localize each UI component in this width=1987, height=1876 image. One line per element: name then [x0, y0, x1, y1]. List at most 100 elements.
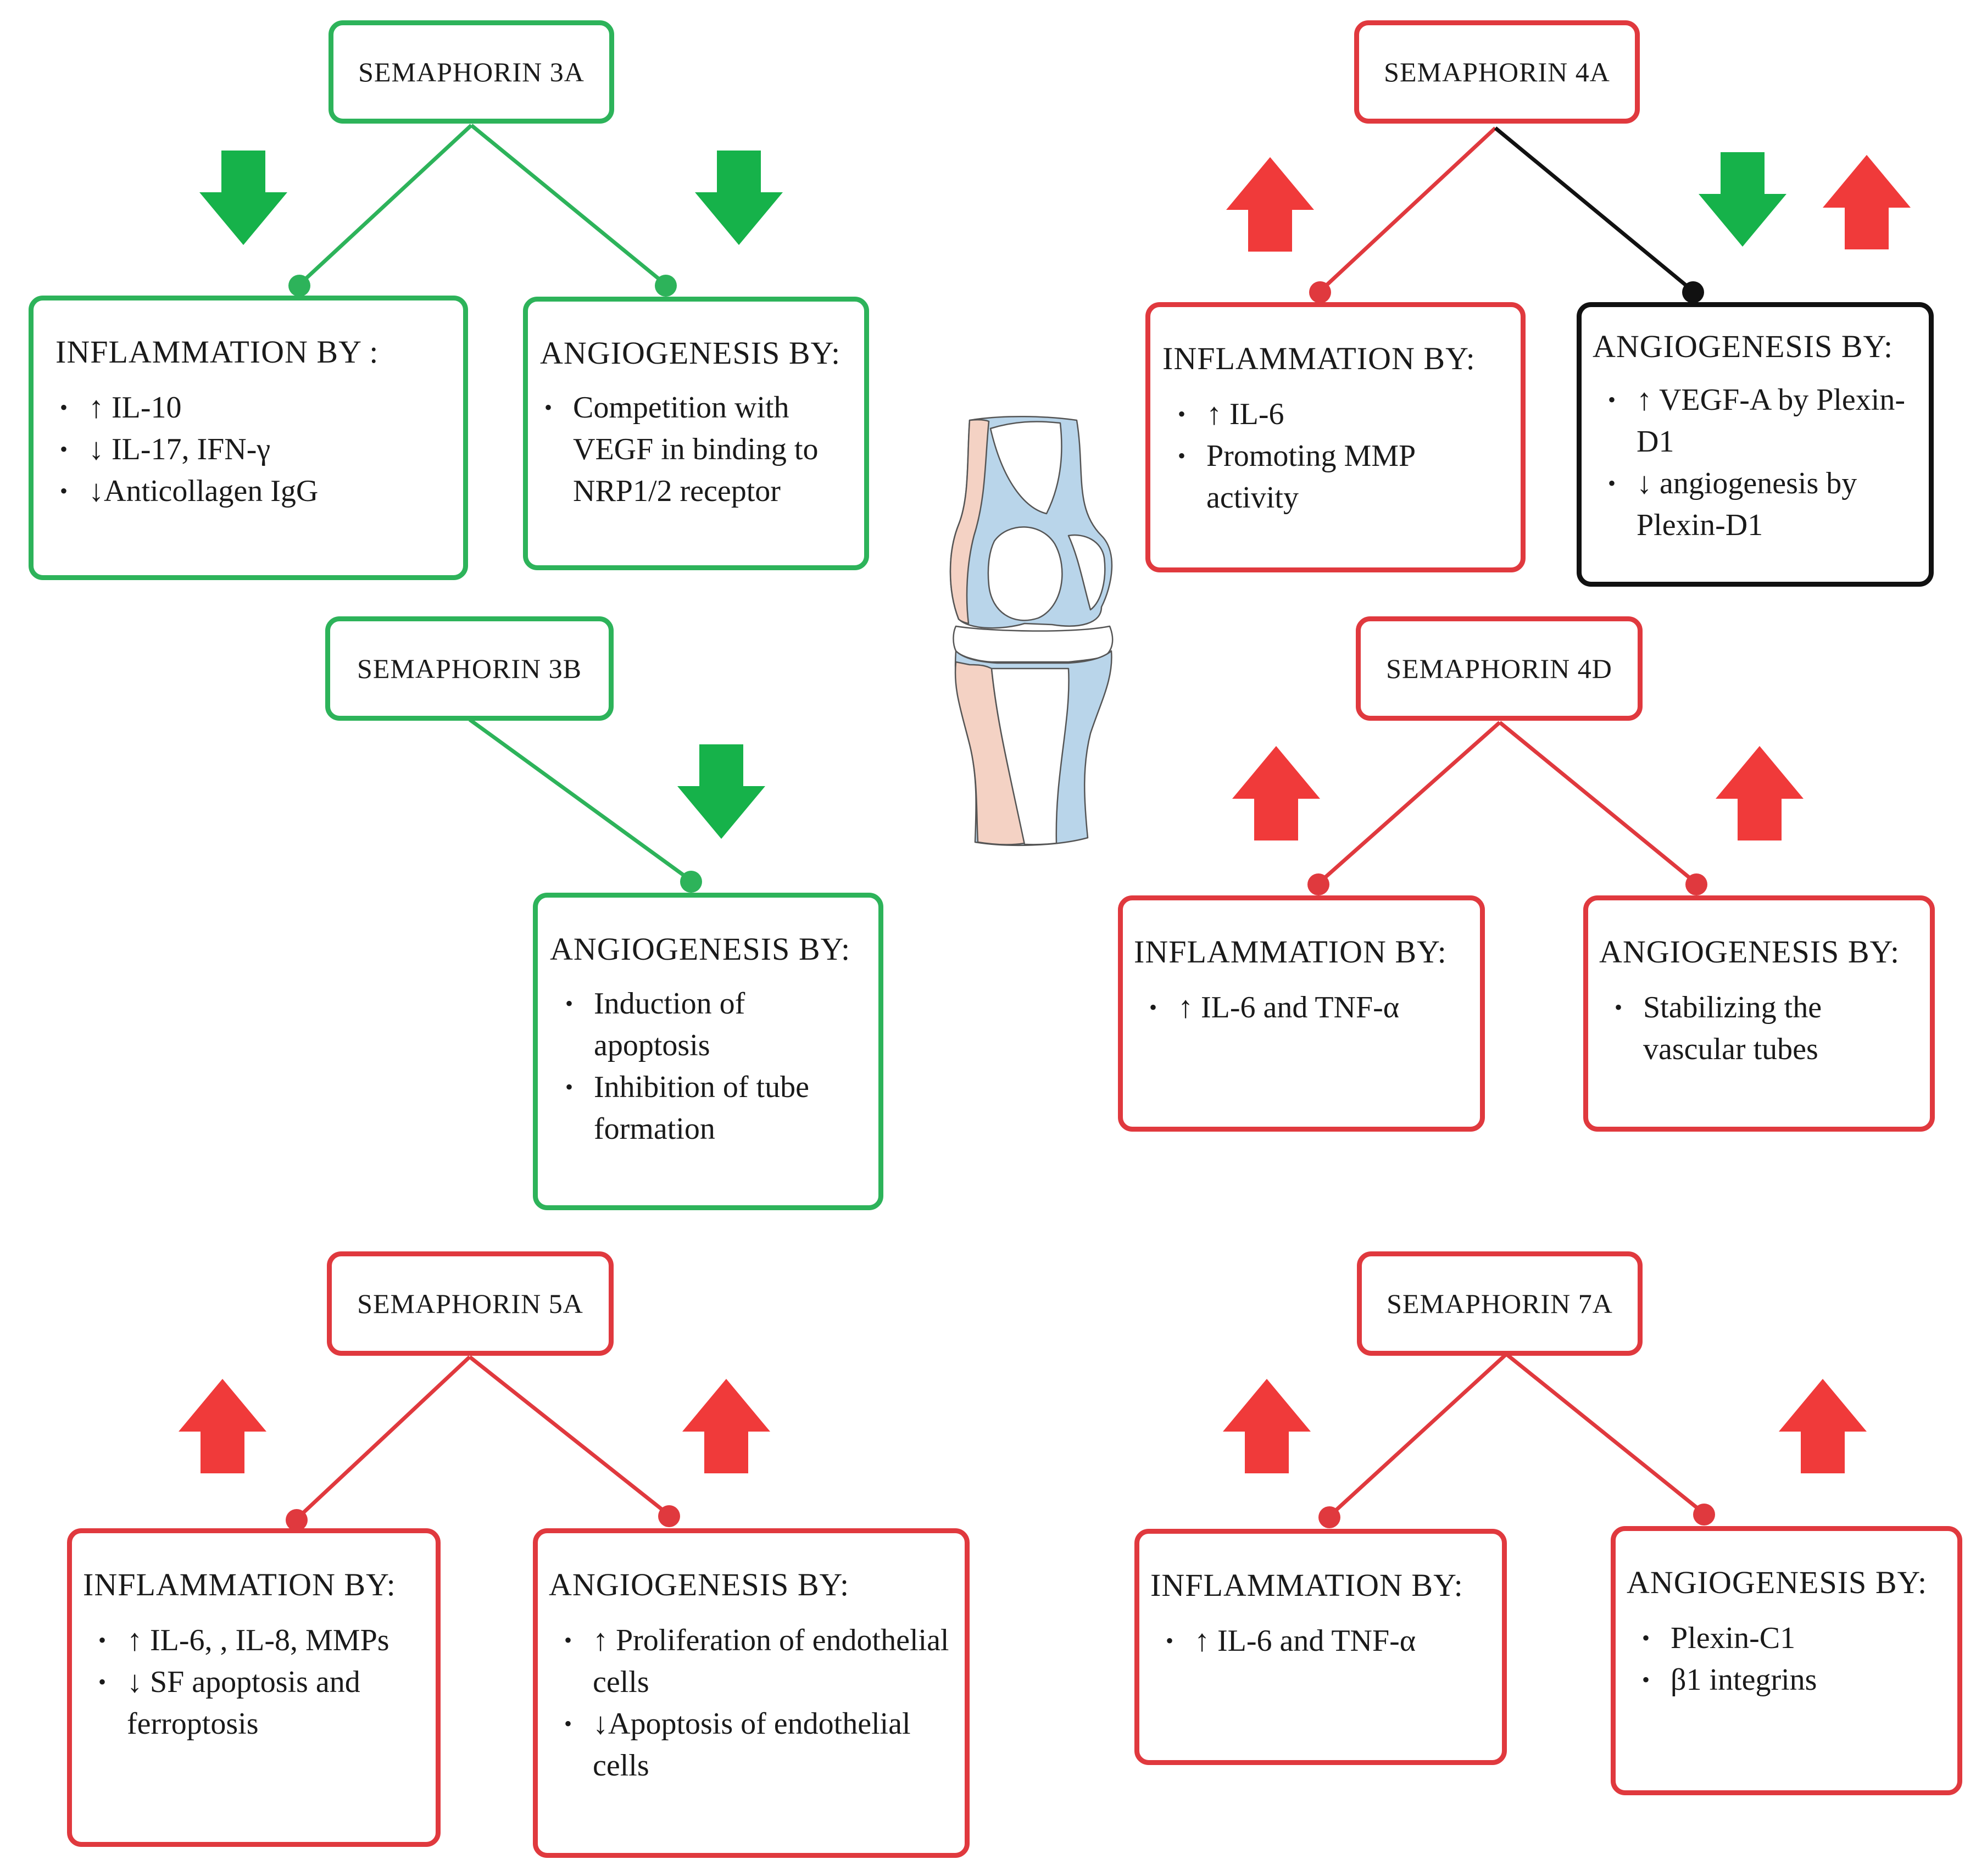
sema4a-angiogenesis-list: ↑ VEGF-A by Plexin-D1 ↓ angiogenesis by … — [1593, 379, 1918, 546]
connector-dot — [655, 275, 677, 297]
connector-dot — [680, 871, 702, 893]
sema3b-title-box: SEMAPHORIN 3B — [325, 616, 614, 721]
list-item: Stabilizing the vascular tubes — [1610, 987, 1919, 1070]
sema3a-inflammation-heading: INFLAMMATION BY : — [55, 334, 379, 370]
sema4d-title-box: SEMAPHORIN 4D — [1356, 616, 1643, 721]
sema4a-angiogenesis-box: ANGIOGENESIS BY: ↑ VEGF-A by Plexin-D1 ↓… — [1577, 302, 1934, 587]
sema4a-inflammation-box: INFLAMMATION BY: ↑ IL-6 Promoting MMP ac… — [1145, 302, 1526, 572]
list-item: β1 integrins — [1638, 1659, 1946, 1701]
connector-4d-inflammation — [1317, 721, 1501, 885]
increase-arrow-icon — [1716, 746, 1804, 840]
sema3b-angiogenesis-list: Induction of apoptosis Inhibition of tub… — [550, 983, 867, 1150]
connector-dot — [1309, 281, 1331, 303]
list-item: Inhibition of tube formation — [561, 1066, 867, 1150]
sema7a-inflammation-box: INFLAMMATION BY: ↑ IL-6 and TNF-α — [1134, 1529, 1507, 1765]
sema5a-inflammation-list: ↑ IL-6, , IL-8, MMPs ↓ SF apoptosis and … — [83, 1619, 425, 1745]
sema4d-angiogenesis-list: Stabilizing the vascular tubes — [1599, 987, 1919, 1070]
sema4d-inflammation-box: INFLAMMATION BY: ↑ IL-6 and TNF-α — [1118, 895, 1485, 1132]
connector-dot — [288, 275, 310, 297]
sema4d-title: SEMAPHORIN 4D — [1386, 653, 1612, 684]
list-item: ↓ IL-17, IFN-γ — [55, 428, 452, 470]
connector-dot — [658, 1505, 680, 1527]
list-item: ↑ VEGF-A by Plexin-D1 — [1604, 379, 1918, 463]
sema3b-angiogenesis-box: ANGIOGENESIS BY: Induction of apoptosis … — [533, 893, 883, 1210]
sema3a-inflammation-list: ↑ IL-10 ↓ IL-17, IFN-γ ↓Anticollagen IgG — [55, 387, 452, 512]
sema4a-title: SEMAPHORIN 4A — [1384, 57, 1610, 87]
connector-4a-inflammation — [1318, 126, 1497, 293]
list-item: ↑ IL-6 — [1173, 393, 1510, 435]
list-item: ↑ IL-6, , IL-8, MMPs — [94, 1619, 425, 1661]
sema3a-angiogenesis-heading: ANGIOGENESIS BY: — [540, 335, 841, 371]
list-item: ↑ IL-6 and TNF-α — [1161, 1620, 1491, 1662]
list-item: Induction of apoptosis — [561, 983, 867, 1066]
sema5a-title: SEMAPHORIN 5A — [357, 1288, 583, 1319]
decrease-arrow-icon — [677, 744, 765, 839]
sema4d-angiogenesis-box: ANGIOGENESIS BY: Stabilizing the vascula… — [1583, 895, 1935, 1132]
list-item: ↓Anticollagen IgG — [55, 470, 452, 512]
connector-dot — [286, 1509, 308, 1531]
sema4d-inflammation-heading: INFLAMMATION BY: — [1134, 934, 1447, 970]
sema4d-angiogenesis-heading: ANGIOGENESIS BY: — [1599, 934, 1900, 970]
connector-5a-inflammation — [295, 1355, 471, 1521]
list-item: ↑ IL-10 — [55, 387, 452, 428]
sema4d-inflammation-list: ↑ IL-6 and TNF-α — [1134, 987, 1469, 1028]
connector-dot — [1682, 281, 1704, 303]
sema3a-title: SEMAPHORIN 3A — [358, 57, 585, 87]
connector-dot — [1685, 873, 1707, 895]
sema5a-inflammation-heading: INFLAMMATION BY: — [83, 1567, 396, 1602]
list-item: ↑ IL-6 and TNF-α — [1145, 987, 1469, 1028]
sema7a-angiogenesis-heading: ANGIOGENESIS BY: — [1627, 1565, 1928, 1600]
sema3b-title: SEMAPHORIN 3B — [357, 653, 582, 684]
list-item: Competition with VEGF in binding to NRP1… — [540, 387, 853, 512]
connector-7a-inflammation — [1328, 1352, 1508, 1518]
sema5a-angiogenesis-list: ↑ Proliferation of endothelial cells ↓Ap… — [549, 1619, 954, 1786]
connector-7a-angiogenesis — [1505, 1352, 1706, 1515]
connector-dot — [1693, 1504, 1715, 1526]
increase-arrow-icon — [1223, 1379, 1311, 1473]
connector-dot — [1307, 873, 1329, 895]
decrease-arrow-icon — [1699, 152, 1786, 247]
sema7a-title-box: SEMAPHORIN 7A — [1357, 1251, 1643, 1356]
connector-dot — [1318, 1506, 1340, 1528]
list-item: Promoting MMP activity — [1173, 435, 1510, 519]
sema7a-angiogenesis-box: ANGIOGENESIS BY: Plexin-C1 β1 integrins — [1611, 1526, 1962, 1795]
increase-arrow-icon — [1779, 1379, 1867, 1473]
sema5a-angiogenesis-heading: ANGIOGENESIS BY: — [549, 1567, 850, 1602]
sema3a-angiogenesis-list: Competition with VEGF in binding to NRP1… — [540, 387, 853, 512]
increase-arrow-icon — [1823, 155, 1911, 249]
increase-arrow-icon — [1226, 157, 1314, 252]
sema7a-inflammation-list: ↑ IL-6 and TNF-α — [1150, 1620, 1491, 1662]
list-item: ↓Apoptosis of endothelial cells — [560, 1703, 954, 1786]
list-item: Plexin-C1 — [1638, 1617, 1946, 1659]
sema3a-inflammation-box: INFLAMMATION BY : ↑ IL-10 ↓ IL-17, IFN-γ… — [29, 296, 468, 580]
increase-arrow-icon — [1232, 746, 1320, 840]
connector-3b-angiogenesis — [468, 718, 693, 882]
sema5a-title-box: SEMAPHORIN 5A — [327, 1251, 614, 1356]
sema3a-title-box: SEMAPHORIN 3A — [329, 20, 614, 124]
decrease-arrow-icon — [695, 151, 783, 245]
list-item: ↓ angiogenesis by Plexin-D1 — [1604, 463, 1918, 546]
sema3a-angiogenesis-box: ANGIOGENESIS BY: Competition with VEGF i… — [523, 297, 869, 570]
sema7a-inflammation-heading: INFLAMMATION BY: — [1150, 1567, 1463, 1603]
connector-4a-angiogenesis — [1494, 126, 1695, 293]
list-item: ↓ SF apoptosis and ferroptosis — [94, 1661, 425, 1745]
sema4a-title-box: SEMAPHORIN 4A — [1354, 20, 1640, 124]
sema4a-inflammation-heading: INFLAMMATION BY: — [1162, 341, 1476, 376]
sema3b-angiogenesis-heading: ANGIOGENESIS BY: — [550, 931, 851, 967]
list-item: ↑ Proliferation of endothelial cells — [560, 1619, 954, 1703]
knee-joint-icon — [949, 415, 1114, 847]
increase-arrow-icon — [682, 1379, 770, 1473]
connector-4d-angiogenesis — [1498, 721, 1698, 885]
sema5a-inflammation-box: INFLAMMATION BY: ↑ IL-6, , IL-8, MMPs ↓ … — [67, 1528, 441, 1847]
sema7a-title: SEMAPHORIN 7A — [1387, 1288, 1613, 1319]
sema7a-angiogenesis-list: Plexin-C1 β1 integrins — [1627, 1617, 1946, 1701]
connector-5a-angiogenesis — [468, 1355, 671, 1517]
sema4a-angiogenesis-heading: ANGIOGENESIS BY: — [1593, 329, 1894, 364]
decrease-arrow-icon — [199, 151, 287, 245]
sema5a-angiogenesis-box: ANGIOGENESIS BY: ↑ Proliferation of endo… — [533, 1528, 970, 1858]
increase-arrow-icon — [179, 1379, 266, 1473]
connector-3a-angiogenesis — [470, 124, 667, 286]
connector-3a-inflammation — [298, 124, 473, 286]
sema4a-inflammation-list: ↑ IL-6 Promoting MMP activity — [1162, 393, 1510, 519]
